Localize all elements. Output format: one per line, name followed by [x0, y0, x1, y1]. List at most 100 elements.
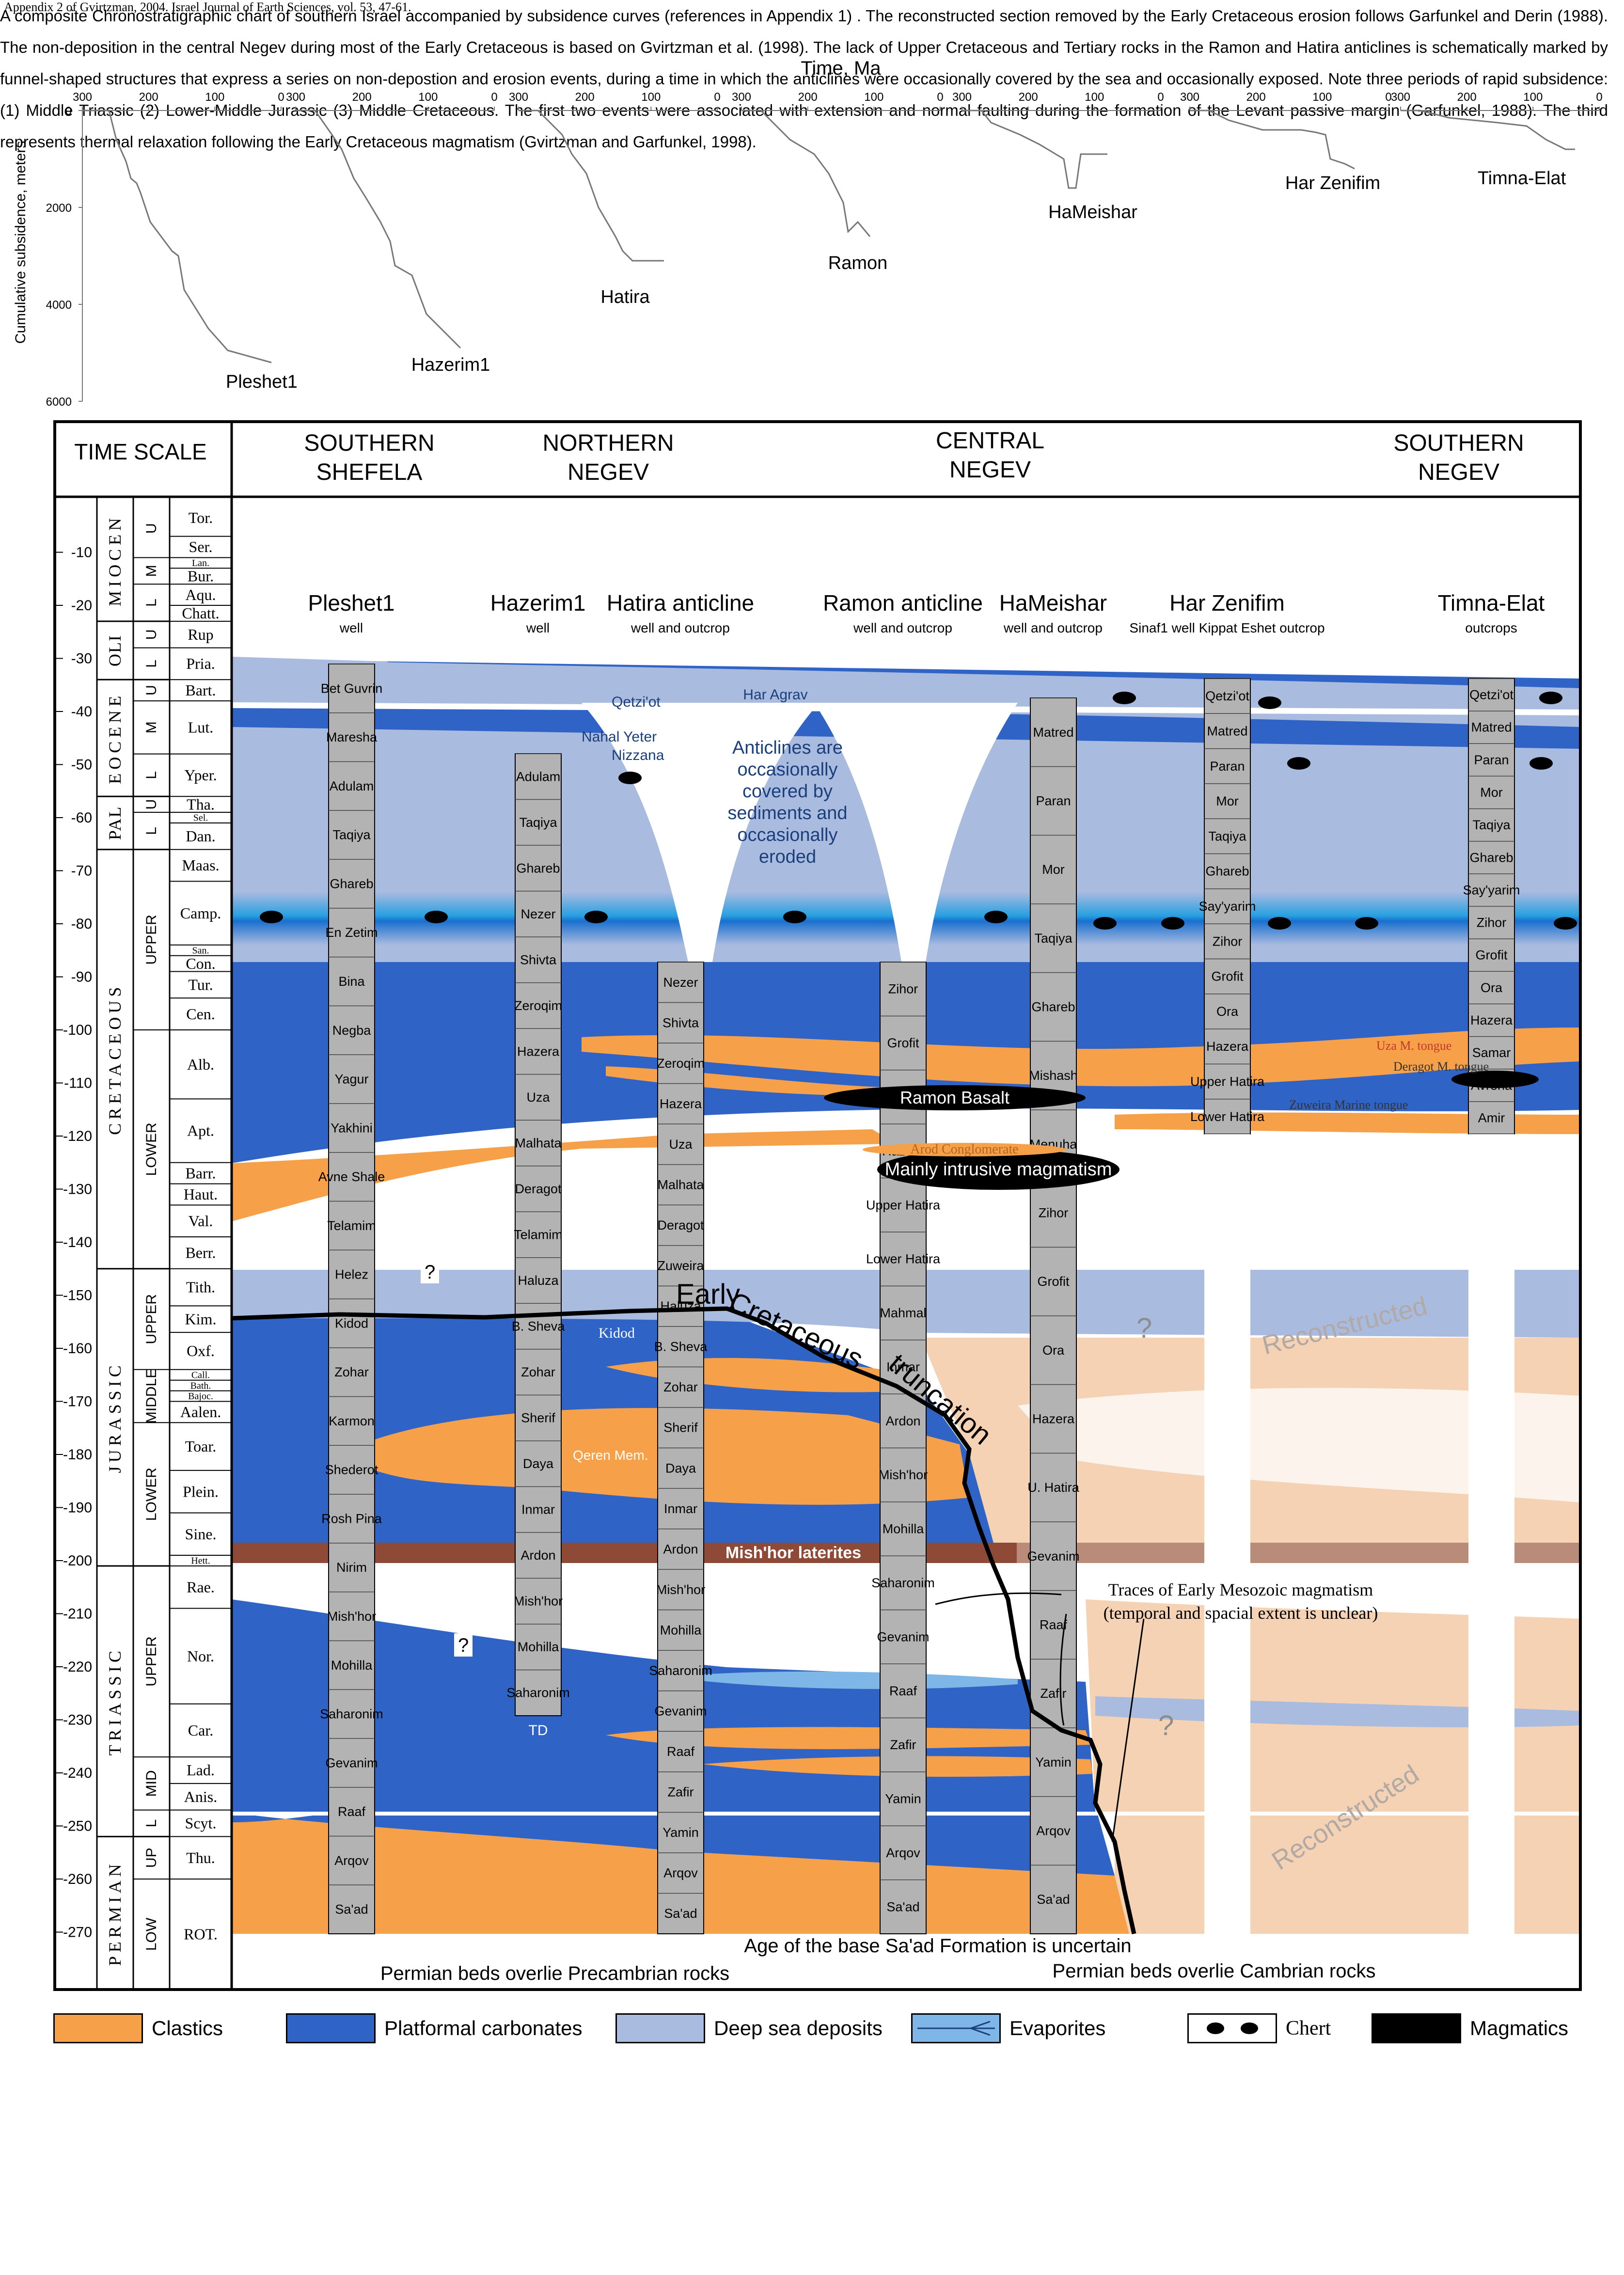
formation-label: Raaf	[667, 1744, 695, 1759]
stage-label: Rup	[188, 626, 213, 643]
formation-label: Adulam	[516, 769, 561, 784]
chert-nodule	[1258, 696, 1281, 709]
chert-nodule	[984, 911, 1008, 923]
formation-label: Amir	[1478, 1110, 1505, 1125]
subsidence-curve-label: Har Zenifim	[1285, 173, 1380, 193]
chert-nodule	[260, 911, 283, 923]
subsidence-x-tick-label: 0	[278, 91, 284, 104]
formation-label: Mohilla	[518, 1640, 560, 1654]
legend-clastics: Clastics	[53, 2011, 223, 2045]
age-label: -10	[71, 545, 92, 561]
age-label: -90	[71, 969, 92, 985]
formation-label: Bet Guvrin	[321, 681, 383, 695]
subsidence-x-tick-label: 100	[418, 91, 438, 104]
formation-label: Sherif	[521, 1411, 555, 1425]
section-type: well and outcrop	[853, 620, 952, 635]
formation-label: Saharonim	[320, 1707, 383, 1722]
formation-label: Zeroqim	[514, 998, 562, 1013]
stage-label: Lut.	[188, 719, 213, 736]
legend-label: Clastics	[152, 2017, 223, 2039]
epoch-label: L	[143, 771, 159, 779]
formation-label: Yamin	[1035, 1755, 1072, 1769]
formation-label: Bina	[338, 974, 365, 989]
formation-label: Gevanim	[325, 1755, 378, 1770]
formation-label: Telamim	[514, 1228, 563, 1242]
legend-evaporites: Evaporites	[911, 2011, 1105, 2045]
period-label: EOCENE	[105, 692, 125, 784]
clastics-swatch	[53, 2013, 143, 2043]
age-label: -50	[71, 757, 92, 773]
formation-label: Mish'hor	[656, 1582, 705, 1597]
formation-label: Zihor	[1039, 1206, 1069, 1220]
epoch-label: MID	[143, 1770, 159, 1797]
formation-label: Ora	[1042, 1343, 1065, 1358]
formation-label: Ghareb	[330, 876, 373, 891]
section-type: well and outcrop	[631, 620, 730, 635]
section-name: Hazerim1	[490, 590, 586, 616]
formation-label: Taqiya	[332, 828, 371, 842]
age-label: -220	[63, 1659, 92, 1675]
formation-label: Zihor	[888, 982, 918, 996]
formation-label: Mor	[1042, 862, 1065, 877]
chert-nodule	[1355, 917, 1378, 930]
chert-nodule	[1161, 917, 1184, 930]
chert-swatch	[1187, 2013, 1277, 2043]
legend-deep-sea: Deep sea deposits	[615, 2011, 883, 2045]
saad-note: Age of the base Sa'ad Formation is uncer…	[744, 1935, 1131, 1957]
chert-nodule	[1287, 757, 1310, 770]
region-southern-negev-2: NEGEV	[1418, 459, 1499, 485]
region-southern-shefela-1: SOUTHERN	[304, 430, 434, 456]
subsidence-y-tick-label: 2000	[46, 202, 72, 215]
traces-label-2: (temporal and spacial extent is unclear)	[1104, 1603, 1378, 1623]
legend-magmatics: Magmatics	[1372, 2011, 1568, 2045]
nizzana-label: Nizzana	[612, 747, 664, 763]
header-note: Appendix 2 of Gvirtzman, 2004. Israel Jo…	[4, 0, 411, 14]
stage-label: Car.	[188, 1722, 213, 1739]
stage-label: Aalen.	[180, 1403, 221, 1421]
period-label: TRIASSIC	[105, 1647, 125, 1755]
formation-label: Samar	[1472, 1045, 1511, 1060]
stage-label: Sine.	[185, 1525, 217, 1543]
subsidence-x-tick-label: 100	[1523, 91, 1543, 104]
albian-clastics	[582, 1027, 1580, 1087]
stage-label: Thu.	[186, 1849, 215, 1866]
formation-label: Sa'ad	[335, 1902, 368, 1917]
formation-label: Zafir	[1041, 1686, 1067, 1701]
period-label: OLI	[105, 634, 125, 666]
formation-label: Arqov	[1036, 1824, 1071, 1838]
formation-label: Zafir	[890, 1738, 916, 1752]
subsidence-x-tick-label: 100	[864, 91, 883, 104]
formation-label: Shivta	[662, 1015, 699, 1030]
period-label: JURASSIC	[105, 1361, 125, 1473]
td-label: TD	[529, 1722, 548, 1738]
region-northern-negev-1: NORTHERN	[542, 430, 674, 456]
subsidence-curve-label: HaMeishar	[1048, 202, 1137, 222]
traces-arrow-2	[1059, 1613, 1067, 1726]
stage-label: Sel.	[193, 813, 208, 823]
triassic-clastics	[606, 1727, 1090, 1749]
section-column	[1204, 678, 1251, 1135]
formation-label: Grofit	[1211, 969, 1244, 984]
truncation-label-1: Early	[676, 1279, 740, 1310]
subsidence-x-tick-label: 300	[1180, 91, 1199, 104]
formation-label: Grofit	[1475, 948, 1508, 963]
epoch-label: U	[143, 799, 159, 810]
section-name: HaMeishar	[999, 590, 1107, 616]
qetziot-label: Qetzi'ot	[612, 694, 661, 710]
carbonates-swatch	[286, 2013, 376, 2043]
formation-label: Deragot	[515, 1182, 562, 1196]
subsidence-x-tick-label: 100	[205, 91, 224, 104]
formation-label: Raaf	[338, 1804, 366, 1819]
epoch-label: L	[143, 827, 159, 835]
formation-label: Mohilla	[660, 1623, 702, 1637]
formation-label: Mor	[1216, 794, 1239, 808]
subsidence-curve	[1401, 110, 1575, 150]
subsidence-x-tick-label: 200	[1457, 91, 1477, 104]
stage-label: Berr.	[185, 1244, 216, 1262]
formation-label: Avne Shale	[318, 1169, 385, 1184]
age-label: -80	[71, 916, 92, 932]
subsidence-curve-label: Ramon	[828, 253, 888, 273]
formation-label: Taqiya	[1472, 818, 1511, 832]
formation-label: Hazera	[1206, 1039, 1249, 1054]
chert-nodule	[584, 911, 608, 923]
